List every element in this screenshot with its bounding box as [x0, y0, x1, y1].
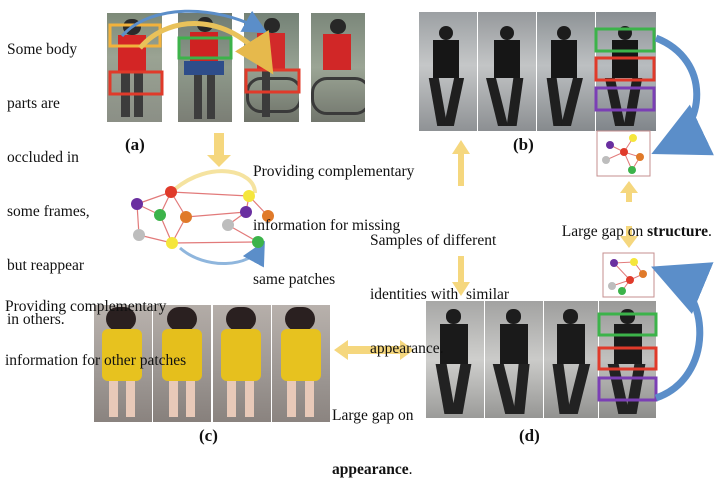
missing-note-line-3: same patches — [253, 271, 336, 288]
other-patches-note: Providing complementary information for … — [5, 262, 186, 388]
other-note-line-2: information for other patches — [5, 352, 187, 369]
node-orange-2 — [262, 210, 274, 222]
samples-note-line-2: identities with similar — [370, 286, 510, 303]
node-yellow-2 — [243, 190, 255, 202]
part-box-red-d — [597, 346, 658, 371]
part-box-purple-d — [597, 376, 658, 402]
missing-note-line-2: information for missing — [253, 217, 401, 234]
node-orange — [180, 211, 192, 223]
part-box-red-a3 — [244, 68, 301, 94]
graph-d-node-gray — [608, 282, 616, 290]
panel-a-frame-4 — [311, 13, 365, 122]
arrow-a-down — [207, 133, 231, 167]
arrow-structure-up — [620, 181, 638, 202]
part-box-green-b — [594, 27, 656, 53]
arrow-samples-up — [452, 140, 470, 186]
appearance-gap-suffix: . — [408, 461, 413, 478]
appearance-gap-note: Large gap on appearance. — [332, 371, 414, 497]
structure-gap-suffix: . — [707, 223, 712, 240]
node-gray-2 — [222, 219, 234, 231]
occluded-note-line-3: occluded in — [7, 149, 79, 166]
panel-a-frame-2 — [178, 13, 232, 122]
panel-c-frame-3 — [213, 305, 271, 422]
panel-b-frame-2 — [478, 12, 536, 131]
occluded-note-line-2: parts are — [7, 95, 60, 112]
arrow-structure-down — [620, 226, 638, 248]
panel-d-frame-2 — [485, 301, 543, 418]
panel-c-frame-4 — [272, 305, 330, 422]
diagram-overlay — [108, 9, 714, 402]
arc-blue-a — [120, 9, 268, 37]
graph-b-node-red — [620, 148, 628, 156]
graph-b-node-orange — [636, 153, 644, 161]
panel-c-frame-1 — [94, 305, 152, 422]
arrow-samples-down — [452, 256, 470, 296]
samples-note-line-3: appearance. — [370, 340, 444, 357]
occluded-note-line-1: Some body — [7, 41, 78, 58]
graph-d-node-purple — [610, 259, 618, 267]
arc-blue-d — [651, 262, 714, 402]
graph-d-node-orange — [639, 270, 647, 278]
panel-b-frame-1 — [419, 12, 477, 131]
part-box-red-a1 — [108, 70, 164, 96]
panel-d-frame-1 — [426, 301, 484, 418]
part-box-green-a2 — [177, 36, 233, 60]
arc-blue-b — [651, 34, 714, 156]
occluded-note-line-5: but reappear — [7, 257, 85, 274]
structure-gap-prefix: Large gap on — [561, 223, 648, 240]
graph-d-node-red — [626, 276, 634, 284]
arc-yellow-graph — [173, 169, 257, 194]
other-note-line-1: Providing complementary — [5, 298, 167, 315]
node-gray — [133, 229, 145, 241]
node-green — [154, 209, 166, 221]
occluded-note: Some body parts are occluded in some fra… — [7, 5, 90, 347]
graph-d-node-green — [618, 287, 626, 295]
part-box-purple-b — [594, 86, 656, 112]
panel-label-c: (c) — [199, 426, 218, 445]
panel-label-b: (b) — [513, 135, 534, 154]
panel-a-frame-1 — [107, 13, 162, 122]
occluded-note-line-4: some frames, — [7, 203, 90, 220]
occluded-note-line-6: in others. — [7, 311, 65, 328]
missing-patches-note: Providing complementary information for … — [253, 127, 414, 307]
panel-label-d: (d) — [519, 426, 540, 445]
graph-b-node-purple — [606, 141, 614, 149]
arc-yellow-a — [138, 21, 274, 75]
panel-d-frame-3 — [544, 301, 598, 418]
structure-gap-note: Large gap on structure. — [554, 205, 712, 241]
panel-c-frame-2 — [153, 305, 211, 422]
node-green-2 — [252, 236, 264, 248]
samples-note: Samples of different identities with sim… — [370, 196, 509, 376]
part-box-green-d — [597, 312, 658, 337]
graph-b-node-green — [628, 166, 636, 174]
samples-note-line-1: Samples of different — [370, 232, 497, 249]
appearance-gap-line-1: Large gap on — [332, 407, 414, 424]
structure-gap-bold: structure — [647, 223, 708, 240]
arrow-appearance — [334, 340, 414, 360]
missing-note-line-1: Providing complementary — [253, 163, 415, 180]
panel-label-a: (a) — [125, 135, 145, 154]
node-purple — [131, 198, 143, 210]
node-yellow — [166, 237, 178, 249]
node-red — [165, 186, 177, 198]
graph-b-node-gray — [602, 156, 610, 164]
graph-b-node-yellow — [629, 134, 637, 142]
part-box-red-b — [594, 56, 656, 82]
graph-d-node-yellow — [630, 258, 638, 266]
arc-blue-graph — [179, 240, 265, 268]
node-purple-2 — [240, 206, 252, 218]
panel-b-frame-3 — [537, 12, 595, 131]
appearance-gap-bold: appearance — [332, 461, 409, 478]
